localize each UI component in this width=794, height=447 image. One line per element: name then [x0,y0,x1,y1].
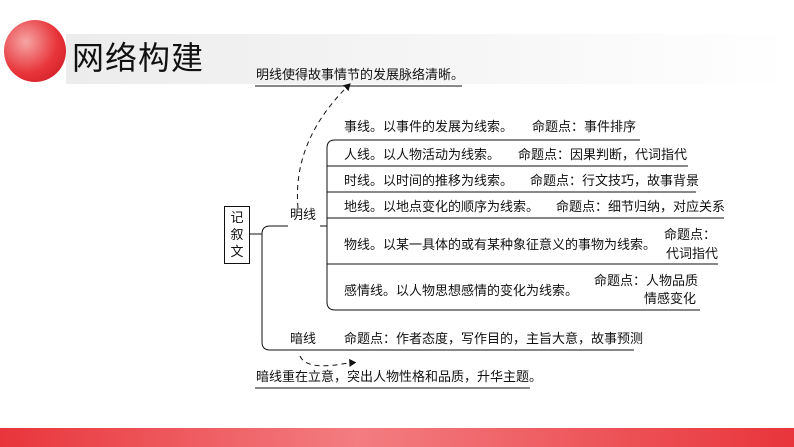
item-text: 物线。以某一具体的或有某种象征意义的事物为线索。 [344,238,657,253]
item-text: 地线。以地点变化的顺序为线索。 [344,200,540,215]
branch-implicit-label: 暗线 [290,332,317,347]
explicit-summary: 明线使得故事情节的发展脉络清晰。 [256,68,465,83]
arrow-implicit-summary [299,355,357,367]
item-point: 命题点：人物品质 [594,274,699,289]
root-label: 记叙文 [230,210,244,260]
implicit-summary: 暗线重在立意，突出人物性格和品质，升华主题。 [256,370,543,385]
branch-explicit-label: 明线 [290,208,317,223]
connector-implicit [261,234,300,351]
item-point: 命题点：细节归纳，对应关系 [556,200,726,215]
item-point-line2: 情感变化 [644,292,697,307]
bottom-bar [0,428,794,447]
page-title: 网络构建 [72,39,205,77]
item-point: 命题点：行文技巧，故事背景 [530,174,700,189]
item-text: 人线。以人物活动为线索。 [344,148,501,163]
item-point: 命题点：事件排序 [532,120,637,135]
item-point: 命题点：因果判断，代词指代 [518,148,688,163]
root-node: 记叙文 [224,206,250,264]
connector-explicit [261,225,288,235]
item-text: 事线。以事件的发展为线索。 [344,120,514,135]
arrow-explicit-summary [296,83,351,209]
title-bar [66,34,794,84]
item-point: 命题点： [664,228,717,243]
implicit-point: 命题点：作者态度，写作目的，主旨大意，故事预测 [344,332,644,347]
item-text: 时线。以时间的推移为线索。 [344,174,514,189]
item-text: 感情线。以人物思想感情的变化为线索。 [344,284,579,299]
decorative-circle [4,20,66,82]
item-point-line2: 代词指代 [666,247,719,262]
